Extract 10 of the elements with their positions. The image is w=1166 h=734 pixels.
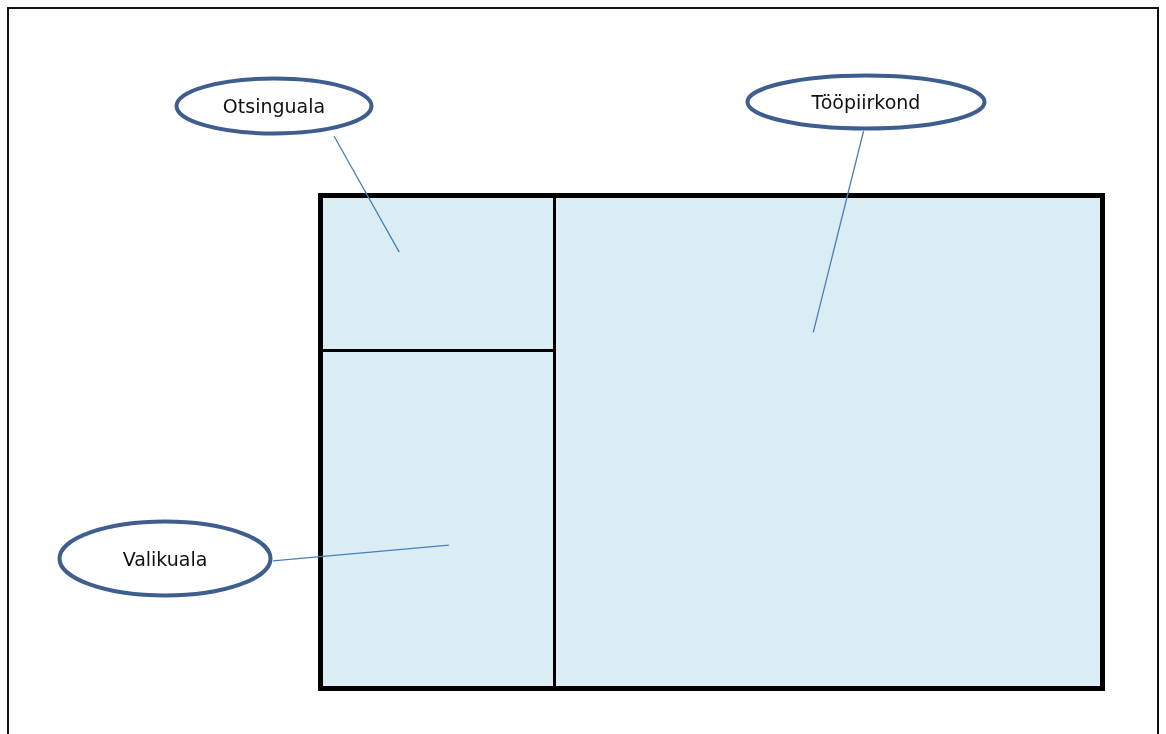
- leader-line: [272, 544, 450, 562]
- callout-label: Otsinguala: [221, 95, 327, 117]
- screen-frame: [318, 193, 1105, 691]
- screen-panel: [320, 195, 556, 352]
- callout-label: Tööpiirkond: [810, 91, 922, 113]
- leader-line: [333, 135, 400, 253]
- screen-panel: [553, 195, 1103, 689]
- screen-panel: [320, 349, 556, 689]
- callout-label: Valikuala: [121, 547, 209, 570]
- leader-line: [812, 130, 865, 333]
